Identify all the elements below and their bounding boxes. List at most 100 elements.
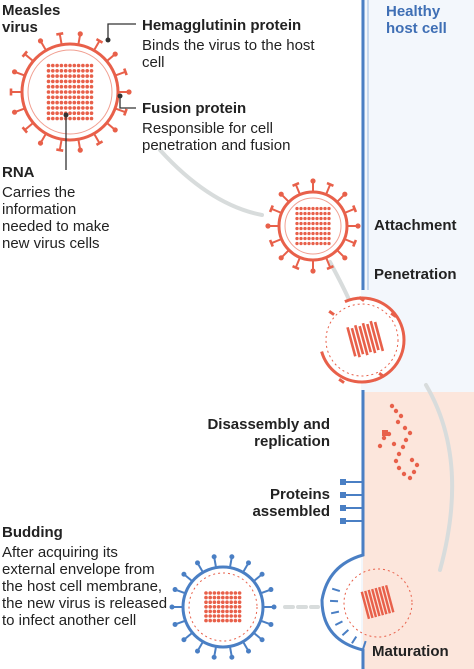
budded-rna-bead: [216, 595, 221, 600]
stage-disassembly-label: Disassembly and replication: [207, 416, 330, 450]
spike: [114, 70, 126, 77]
maturation-rna-strand: [367, 589, 378, 618]
hemagglutinin-head: [37, 140, 44, 146]
budded-rna-bead: [221, 605, 225, 609]
penetration-rna-strand: [369, 320, 380, 351]
maturation-rna-strand: [381, 585, 392, 614]
budded-rna-bead: [225, 595, 229, 600]
spike: [24, 122, 34, 131]
budded-rna-bead: [212, 591, 217, 595]
rna-bead: [68, 111, 72, 116]
arrow-to-penetration: [328, 260, 352, 304]
rna-bead: [72, 111, 77, 116]
measles-virus: [9, 31, 132, 153]
rna-bead: [50, 84, 55, 89]
hemagglutinin-head: [77, 147, 83, 153]
rna-fragment: [381, 435, 387, 441]
penetration-rna-strand: [350, 327, 361, 358]
rna-bead: [319, 241, 323, 246]
spike: [114, 107, 126, 114]
rna-bead: [307, 216, 311, 221]
spike: [294, 257, 301, 268]
rna-bead: [68, 90, 72, 94]
hemagglutinin-head: [342, 191, 348, 197]
budded-rna-bead: [212, 605, 217, 609]
rna-bead: [55, 116, 59, 121]
budded-rna-bead: [204, 614, 208, 618]
rna-bead: [68, 95, 72, 100]
budded-spike-head: [229, 654, 235, 660]
rna-fragment: [411, 469, 417, 475]
rna-bead: [319, 236, 323, 241]
rna-bead: [303, 206, 307, 211]
rna-bead: [76, 95, 81, 100]
budded-rna-bead: [221, 595, 225, 600]
rna-bead: [59, 68, 64, 73]
rna-bead: [55, 68, 59, 73]
budded-spike-head: [268, 587, 274, 593]
rna-bead: [76, 106, 81, 110]
budded-spike-head: [195, 560, 200, 566]
budded-rna-bead: [208, 595, 212, 600]
budded-rna-bead: [229, 595, 233, 600]
rna-bead: [323, 221, 327, 226]
budded-spike-head: [246, 560, 251, 566]
budded-rna-bead: [204, 609, 208, 614]
rna-bead: [319, 221, 323, 226]
rna-bead: [299, 206, 303, 211]
rna-bead: [323, 236, 327, 241]
budded-rna-bead: [233, 605, 238, 609]
budded-rna-bead: [216, 591, 221, 595]
rna-fragment: [395, 419, 401, 425]
budded-rna-bead: [212, 618, 217, 623]
rna-bead: [46, 116, 51, 121]
rna-bead: [76, 68, 81, 73]
budded-rna-bead: [237, 609, 242, 614]
hemagglutinin-head: [126, 89, 132, 95]
arrow-to-attachment: [158, 148, 264, 217]
rna-bead: [72, 79, 77, 84]
rna-bead: [319, 211, 323, 216]
rna-bead: [50, 111, 55, 116]
budded-rna-bead: [204, 600, 208, 604]
hemagglutinin-title: Hemagglutinin protein: [142, 17, 302, 34]
budded-spike-head: [246, 648, 251, 654]
rna-bead: [68, 79, 72, 84]
membrane-protein-head-4: [340, 518, 346, 524]
rna-bead: [315, 206, 319, 211]
fusion-head: [326, 265, 334, 271]
rna-bead: [303, 211, 307, 216]
budded-rna-bead: [237, 618, 242, 623]
rna-bead: [295, 221, 299, 226]
budded-spike-head: [259, 571, 265, 577]
budded-rna-bead: [233, 609, 238, 614]
rna-bead: [303, 226, 307, 231]
released-protein: [358, 295, 365, 302]
rna-bead: [85, 111, 90, 116]
rna-bead: [315, 226, 319, 231]
released-protein: [338, 378, 345, 384]
budded-inner: [188, 572, 258, 642]
rna-bead: [46, 106, 51, 110]
rna-bead: [59, 100, 64, 105]
maturation-membrane-spike: [334, 620, 343, 626]
rna-bead: [85, 106, 90, 110]
budded-rna-bead: [233, 595, 238, 600]
rna-bead: [50, 116, 55, 121]
hemagglutinin-head: [112, 51, 118, 57]
rna-bead: [323, 241, 327, 246]
spike: [93, 40, 101, 51]
rna-bead: [89, 74, 94, 78]
rna-bead: [55, 95, 59, 100]
rna-bead: [59, 90, 64, 94]
rna-bead: [299, 231, 303, 236]
budded-rna-bead: [208, 591, 212, 595]
rna-bead: [307, 231, 311, 236]
rna-bead: [85, 63, 90, 68]
budded-rna-bead: [225, 609, 229, 614]
budded-rna-bead: [208, 600, 212, 604]
rna-bead: [315, 211, 319, 216]
budding-desc: After acquiring its external envelope fr…: [2, 544, 168, 629]
budded-rna-bead: [221, 614, 225, 618]
